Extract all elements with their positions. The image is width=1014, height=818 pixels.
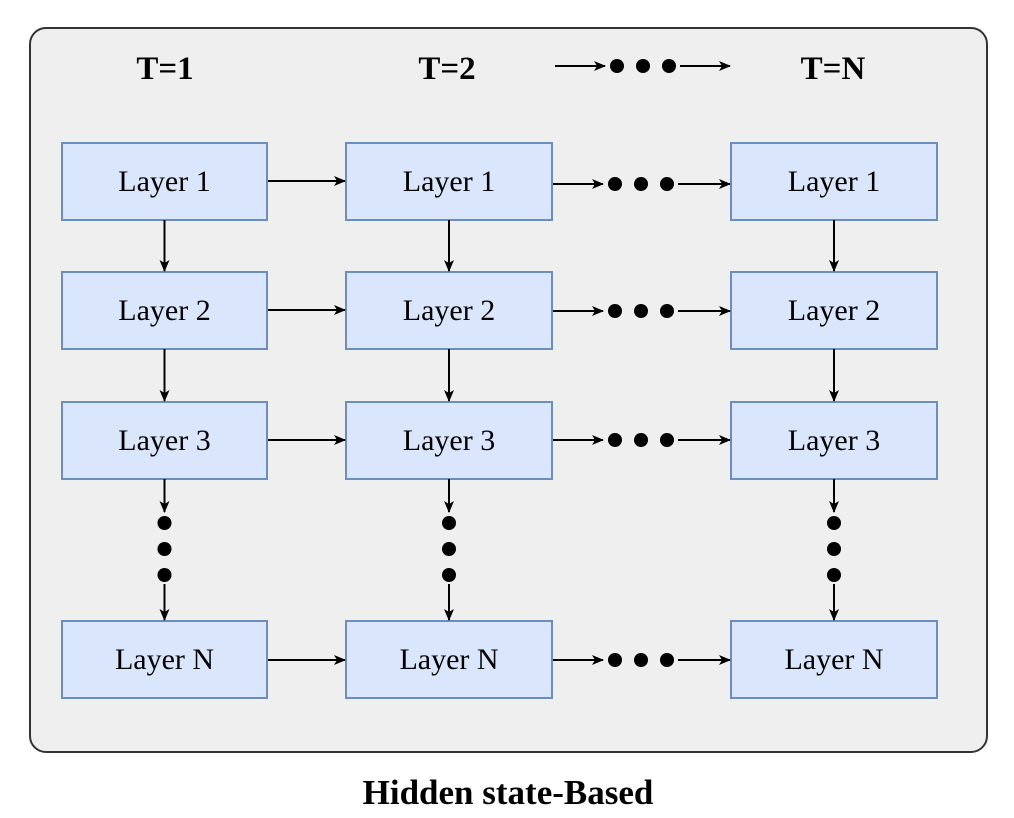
layer-box-t2-2: Layer 2 bbox=[345, 271, 553, 350]
row-ellipsis-arrow-1 bbox=[553, 177, 731, 191]
row-ellipsis-arrow-n bbox=[553, 653, 731, 667]
vertical-ellipsis bbox=[827, 479, 841, 621]
time-label-2: T=2 bbox=[418, 51, 475, 87]
layer-label: Layer 1 bbox=[403, 165, 495, 198]
diagram-caption: Hidden state-Based bbox=[363, 773, 654, 812]
vertical-ellipsis bbox=[157, 479, 172, 621]
layer-label: Layer N bbox=[115, 643, 214, 676]
layer-label: Layer 1 bbox=[118, 165, 210, 198]
layer-label: Layer 2 bbox=[788, 294, 880, 327]
ellipsis-dot bbox=[636, 59, 650, 73]
layer-box-tn-2: Layer 2 bbox=[730, 271, 938, 350]
time-label-1: T=1 bbox=[136, 51, 193, 87]
layer-box-tn-n: Layer N bbox=[730, 620, 938, 699]
column-tn: Layer 1 Layer 2 Layer 3 Layer N bbox=[730, 142, 938, 699]
row-ellipsis-arrow-3 bbox=[553, 433, 731, 447]
layer-box-t2-n: Layer N bbox=[345, 620, 553, 699]
ellipsis-dot bbox=[610, 59, 624, 73]
column-t1: Layer 1 Layer 2 Layer 3 Layer N bbox=[61, 142, 268, 699]
layer-label: Layer N bbox=[399, 643, 498, 676]
column-t2: Layer 1 Layer 2 Layer 3 Layer N bbox=[345, 142, 553, 699]
header-ellipsis-arrow bbox=[555, 59, 731, 73]
layer-label: Layer 3 bbox=[403, 424, 495, 457]
row-ellipsis-arrow-2 bbox=[553, 304, 731, 318]
layer-box-t1-1: Layer 1 bbox=[61, 142, 268, 221]
layer-box-t1-3: Layer 3 bbox=[61, 401, 268, 480]
vertical-ellipsis bbox=[442, 479, 456, 621]
layer-label: Layer 3 bbox=[788, 424, 880, 457]
layer-label: Layer 3 bbox=[118, 424, 210, 457]
layer-box-t1-n: Layer N bbox=[61, 620, 268, 699]
layer-box-tn-3: Layer 3 bbox=[730, 401, 938, 480]
layer-box-t1-2: Layer 2 bbox=[61, 271, 268, 350]
layer-box-tn-1: Layer 1 bbox=[730, 142, 938, 221]
ellipsis-dot bbox=[662, 59, 676, 73]
time-label-n: T=N bbox=[801, 51, 866, 87]
layer-label: Layer 2 bbox=[118, 294, 210, 327]
layer-box-t2-3: Layer 3 bbox=[345, 401, 553, 480]
layer-label: Layer 2 bbox=[403, 294, 495, 327]
layer-box-t2-1: Layer 1 bbox=[345, 142, 553, 221]
layer-label: Layer 1 bbox=[788, 165, 880, 198]
layer-label: Layer N bbox=[784, 643, 883, 676]
